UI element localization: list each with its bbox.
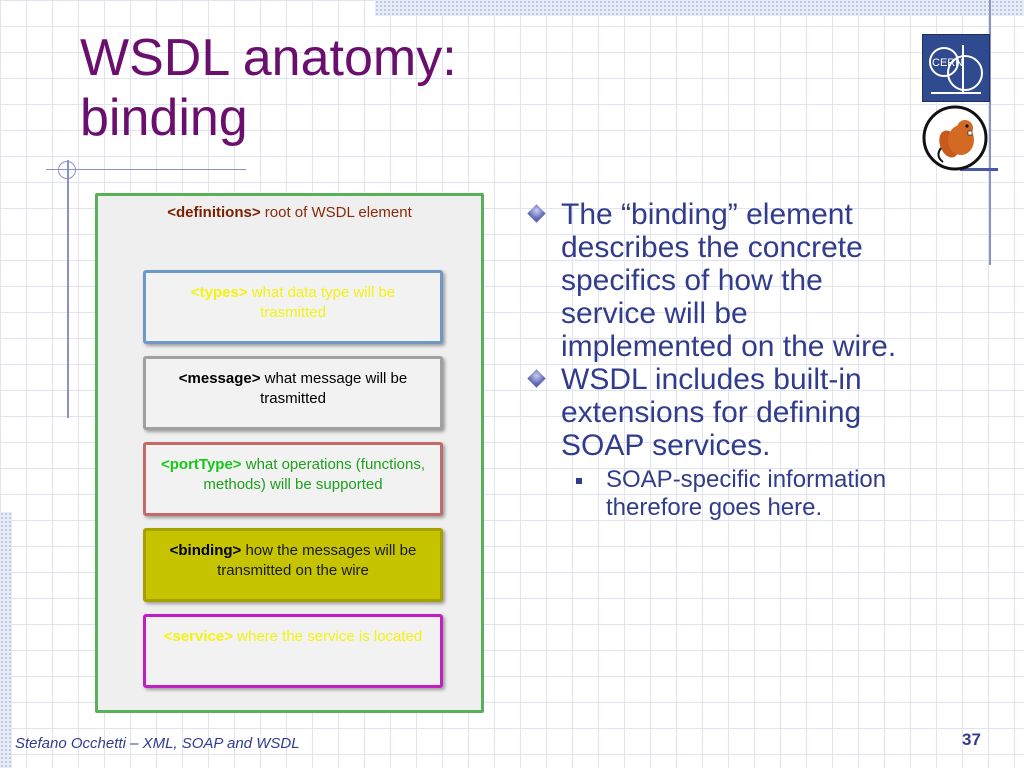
slide-title-line-1: WSDL anatomy: <box>80 29 457 87</box>
right-horizontal-rule <box>960 168 998 171</box>
sub-bullet-text: SOAP-specific information therefore goes… <box>606 466 887 521</box>
page-number: 37 <box>962 730 981 749</box>
porttype-description: what operations (functions, methods) wil… <box>203 456 425 493</box>
service-description: where the service is located <box>232 628 423 645</box>
bullet-list: The “binding” element describes the conc… <box>527 198 913 522</box>
bullet-item: WSDL includes built-in extensions for de… <box>527 363 913 462</box>
types-box: <types> what data type will be trasmitte… <box>143 270 443 344</box>
right-vertical-rule <box>989 0 991 265</box>
cern-logo: CERN <box>922 34 990 102</box>
diamond-bullet-icon <box>527 204 546 223</box>
slide-title-line-2: binding <box>80 89 248 147</box>
beaver-logo <box>921 104 989 172</box>
left-horizontal-rule <box>46 169 246 170</box>
porttype-box: <portType> what operations (functions, m… <box>143 442 443 516</box>
sub-bullet-item: SOAP-specific information therefore goes… <box>528 466 913 522</box>
top-decorative-band <box>375 0 1024 16</box>
message-description: what message will be trasmitted <box>260 370 408 407</box>
footer-author: Stefano Occhetti – XML, SOAP and WSDL <box>15 735 300 752</box>
binding-description: how the messages will be transmitted on … <box>217 542 417 579</box>
square-bullet-icon <box>576 478 582 484</box>
definitions-description: root of WSDL element <box>260 204 412 221</box>
service-tag: <service> <box>163 628 233 645</box>
porttype-tag: <portType> <box>160 456 242 473</box>
binding-tag: <binding> <box>169 542 242 559</box>
crosshair-ornament <box>58 161 76 179</box>
bullet-item: The “binding” element describes the conc… <box>527 198 913 363</box>
bullet-text: WSDL includes built-in extensions for de… <box>561 363 862 462</box>
cern-logo-icon: CERN <box>929 45 983 94</box>
bullet-text: The “binding” element describes the conc… <box>561 198 897 363</box>
definitions-label: <definitions> root of WSDL element <box>98 204 481 221</box>
beaver-icon <box>922 105 988 171</box>
types-description: what data type will be trasmitted <box>247 284 396 321</box>
definitions-tag: <definitions> <box>167 204 261 221</box>
left-vertical-rule <box>67 160 69 418</box>
message-tag: <message> <box>178 370 261 387</box>
types-tag: <types> <box>190 284 248 301</box>
left-decorative-band <box>0 512 12 768</box>
binding-box: <binding> how the messages will be trans… <box>143 528 443 602</box>
cern-logo-text: CERN <box>932 57 963 69</box>
service-box: <service> where the service is located <box>143 614 443 688</box>
slide-title: WSDL anatomy: binding <box>80 28 520 148</box>
diamond-bullet-icon <box>527 369 546 388</box>
message-box: <message> what message will be trasmitte… <box>143 356 443 430</box>
